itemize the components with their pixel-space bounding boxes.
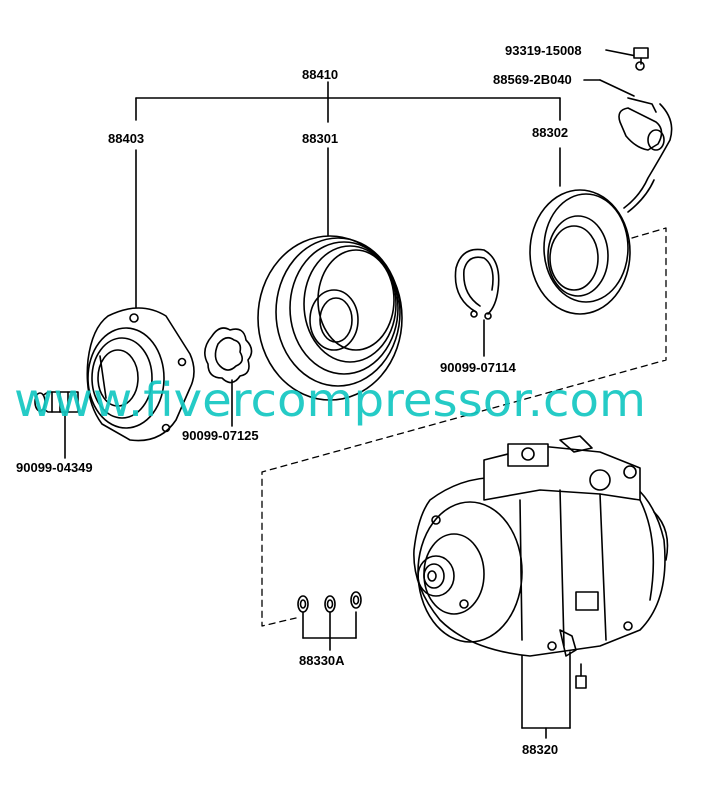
label-88301: 88301 <box>302 131 338 146</box>
label-93319-15008: 93319-15008 <box>505 43 582 58</box>
pressure-plate-part <box>86 307 195 442</box>
watermark-text: www.fivercompressor.com <box>14 373 646 427</box>
label-88569-2b040: 88569-2B040 <box>493 72 572 87</box>
nut-part <box>34 391 79 413</box>
label-90099-07125: 90099-07125 <box>182 428 259 443</box>
dashed-boundary <box>261 227 667 627</box>
label-90099-07114: 90099-07114 <box>440 360 517 375</box>
label-88320: 88320 <box>522 742 558 757</box>
label-88302: 88302 <box>532 125 568 140</box>
compressor-part <box>413 435 669 689</box>
pulley-part <box>257 235 403 401</box>
snap-ring-part <box>454 248 500 320</box>
clamp-part <box>618 47 665 151</box>
part-labels: 88410 88403 88301 88302 93319-15008 8856… <box>16 43 582 757</box>
field-coil-part <box>529 103 673 315</box>
label-88410: 88410 <box>302 67 338 82</box>
label-88403: 88403 <box>108 131 144 146</box>
leader-lines <box>64 49 637 739</box>
shim-part <box>204 327 253 384</box>
label-90099-04349: 90099-04349 <box>16 460 93 475</box>
washers-part <box>297 591 362 613</box>
label-88330a: 88330A <box>299 653 345 668</box>
